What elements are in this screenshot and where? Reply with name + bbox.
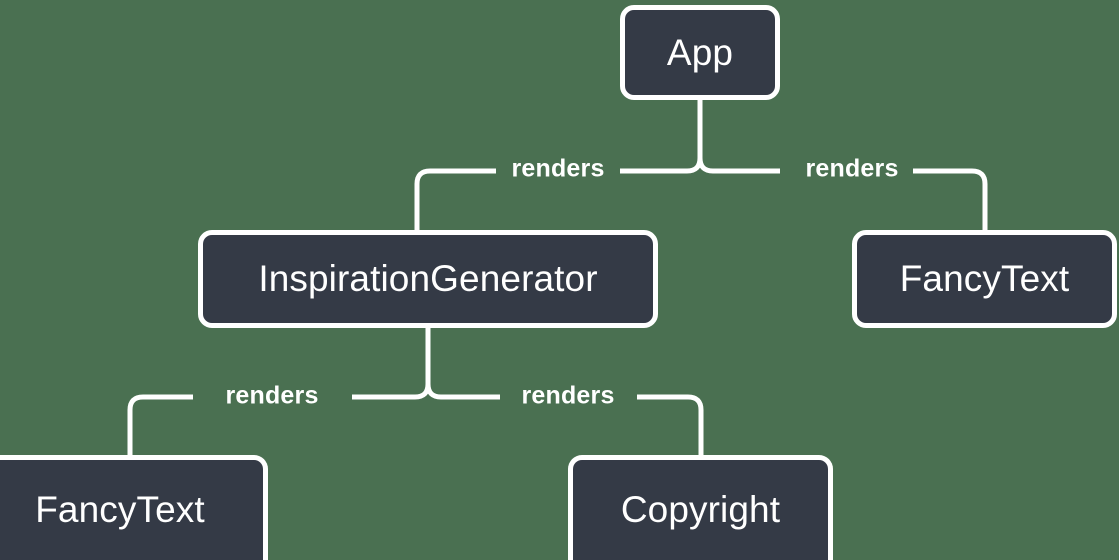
node-inspirationgenerator-label: InspirationGenerator <box>258 258 598 299</box>
connector-inspirationgenerator-to-copyright <box>637 394 704 455</box>
node-inspirationgenerator[interactable]: InspirationGenerator <box>198 230 658 328</box>
node-copyright[interactable]: Copyright <box>568 455 833 560</box>
node-app-label: App <box>666 31 734 73</box>
connector-app-to-fancytext-right <box>913 168 988 230</box>
node-fancytext-left-label: FancyText <box>35 489 205 530</box>
connector-ig-bus-left <box>352 383 431 400</box>
edge-label-app-to-inspirationgenerator: renders <box>511 154 605 183</box>
node-app[interactable]: App <box>620 5 780 100</box>
node-fancytext-right[interactable]: FancyText <box>852 230 1117 328</box>
node-copyright-label: Copyright <box>620 489 781 530</box>
connector-ig-bus-right <box>425 383 500 400</box>
connector-inspirationgenerator-to-fancytext-left <box>127 394 193 455</box>
edge-label-app-to-fancytext-right: renders <box>805 154 899 183</box>
edge-label-inspirationgenerator-to-fancytext-left: renders <box>225 381 319 410</box>
connector-app-to-inspirationgenerator <box>414 168 496 230</box>
connector-app-bus-right <box>697 157 780 174</box>
node-fancytext-left[interactable]: FancyText <box>0 455 268 560</box>
connector-app-bus-left <box>620 157 703 174</box>
node-fancytext-right-label: FancyText <box>899 258 1070 299</box>
edge-label-inspirationgenerator-to-copyright: renders <box>521 381 615 410</box>
